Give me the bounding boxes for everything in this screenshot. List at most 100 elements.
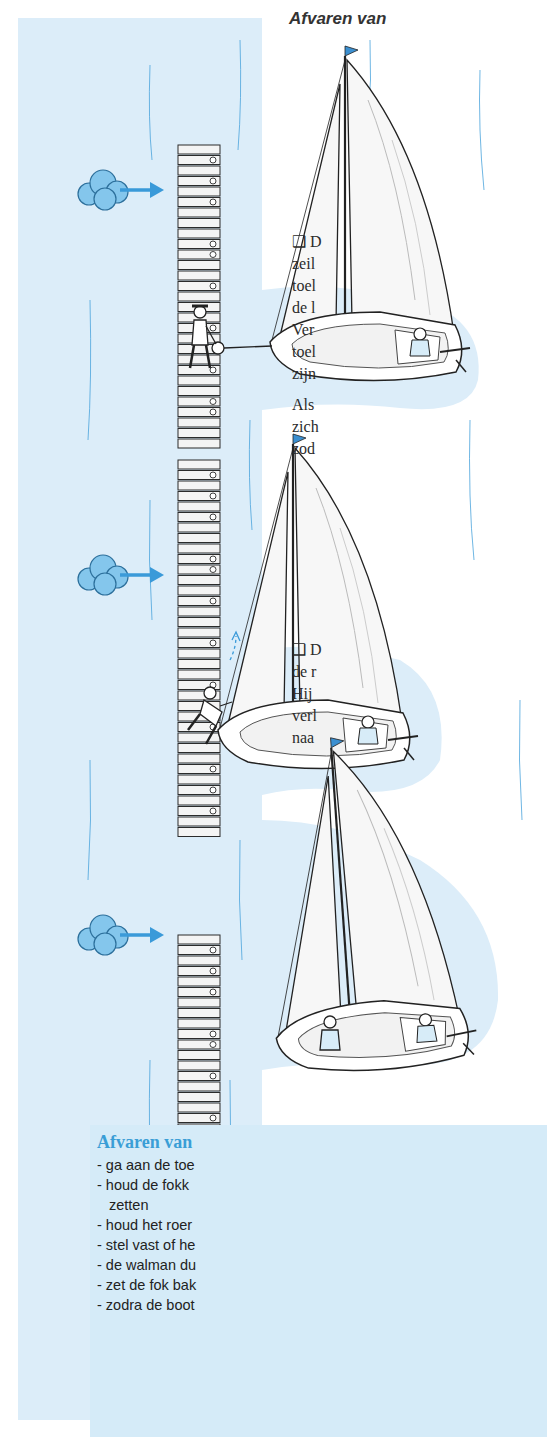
bollard: [210, 567, 216, 573]
text-fragment: zich: [292, 417, 319, 437]
jetty-plank: [178, 355, 220, 364]
jetty-plank: [178, 1051, 220, 1060]
jetty-plank: [178, 387, 220, 396]
text-fragment: ❑ D: [292, 640, 322, 660]
jetty-plank: [178, 998, 220, 1007]
bollard: [210, 766, 216, 772]
checklist-line: - zet de fok bak: [97, 1275, 547, 1295]
text-fragment: zeil: [292, 254, 315, 274]
text-fragment: Hij: [292, 684, 312, 704]
bollard: [210, 989, 216, 995]
jetty-plank: [178, 250, 220, 259]
jetty-plank: [178, 282, 220, 291]
bollard: [210, 514, 216, 520]
jetty-plank: [178, 754, 220, 763]
water-ripple: [88, 40, 522, 1200]
jetty-plank: [178, 271, 220, 280]
jetty-plank: [178, 1040, 220, 1049]
jetty-plank: [178, 628, 220, 637]
bollard: [210, 178, 216, 184]
bollard: [210, 787, 216, 793]
jetty-plank: [178, 166, 220, 175]
jetty-plank: [178, 817, 220, 826]
jetty-plank: [178, 935, 220, 944]
text-fragment: de l: [292, 298, 316, 318]
jetty-plank: [178, 177, 220, 186]
text-fragment: verl: [292, 706, 317, 726]
jetty-plank: [178, 187, 220, 196]
bollard: [210, 1115, 216, 1121]
text-fragment: toel: [292, 342, 316, 362]
jetty-plank: [178, 946, 220, 955]
text-fragment: zod: [292, 439, 315, 459]
jetty-plank: [178, 523, 220, 532]
bollard: [210, 947, 216, 953]
bollard: [210, 640, 216, 646]
boat: [218, 434, 418, 769]
text-fragment: Ver: [292, 320, 314, 340]
jetty-plank: [178, 639, 220, 648]
wind-arrow: [120, 182, 164, 943]
jetty-plank: [178, 513, 220, 522]
jetty-plank: [178, 775, 220, 784]
jetty-plank: [178, 418, 220, 427]
jetty-plank: [178, 366, 220, 375]
bollard: [210, 808, 216, 814]
jetty-plank: [178, 145, 220, 154]
jetty-plank: [178, 977, 220, 986]
jetty-plank: [178, 786, 220, 795]
jetty-plank: [178, 1061, 220, 1070]
jetty-plank: [178, 796, 220, 805]
checklist-line: - de walman du: [97, 1255, 547, 1275]
boat: [270, 46, 470, 381]
jetty-plank: [178, 660, 220, 669]
jetty-plank: [178, 733, 220, 742]
jetty-plank: [178, 471, 220, 480]
checklist-line: - zodra de boot: [97, 1295, 547, 1315]
jetty-plank: [178, 1103, 220, 1112]
box-heading: Afvaren van: [97, 1131, 547, 1153]
bollard: [210, 409, 216, 415]
crew-figure: [320, 1016, 340, 1050]
jetty-plank: [178, 576, 220, 585]
text-fragment: Als: [292, 395, 314, 415]
jetty-plank: [178, 765, 220, 774]
jetty-plank: [178, 198, 220, 207]
mooring-line: [212, 342, 272, 354]
summary-box: Afvaren van- ga aan de toe- houd de fokk…: [90, 1125, 547, 1437]
jetty-plank: [178, 481, 220, 490]
wind-cloud: [78, 170, 128, 955]
text-fragment: naa: [292, 728, 314, 748]
jetty-plank: [178, 156, 220, 165]
jetty-plank: [178, 1082, 220, 1091]
jetty-plank: [178, 492, 220, 501]
jetty-plank: [178, 1072, 220, 1081]
jetty-plank: [178, 460, 220, 469]
page-title: Afvaren van: [289, 9, 386, 29]
bollard: [210, 556, 216, 562]
bollard: [210, 399, 216, 405]
text-fragment: ❑ D: [292, 232, 322, 252]
jetty-plank: [178, 1019, 220, 1028]
jetty-plank: [178, 555, 220, 564]
jetty-plank: [178, 586, 220, 595]
jetty-plank: [178, 967, 220, 976]
jetty-plank: [178, 1114, 220, 1123]
bollard: [210, 493, 216, 499]
bollard: [210, 199, 216, 205]
text-fragment: zijn: [292, 364, 316, 384]
bollard: [210, 241, 216, 247]
jetty-plank: [178, 597, 220, 606]
jetty-plank: [178, 502, 220, 511]
jetty-plank: [178, 544, 220, 553]
jetty-plank: [178, 261, 220, 270]
boat: [256, 729, 479, 1077]
jetty-plank: [178, 408, 220, 417]
jetty-plank: [178, 439, 220, 448]
jetty-plank: [178, 534, 220, 543]
jetty-plank: [178, 208, 220, 217]
walman-figure: [188, 632, 240, 744]
walman-figure: [190, 306, 216, 368]
checklist-line: - ga aan de toe: [97, 1155, 547, 1175]
